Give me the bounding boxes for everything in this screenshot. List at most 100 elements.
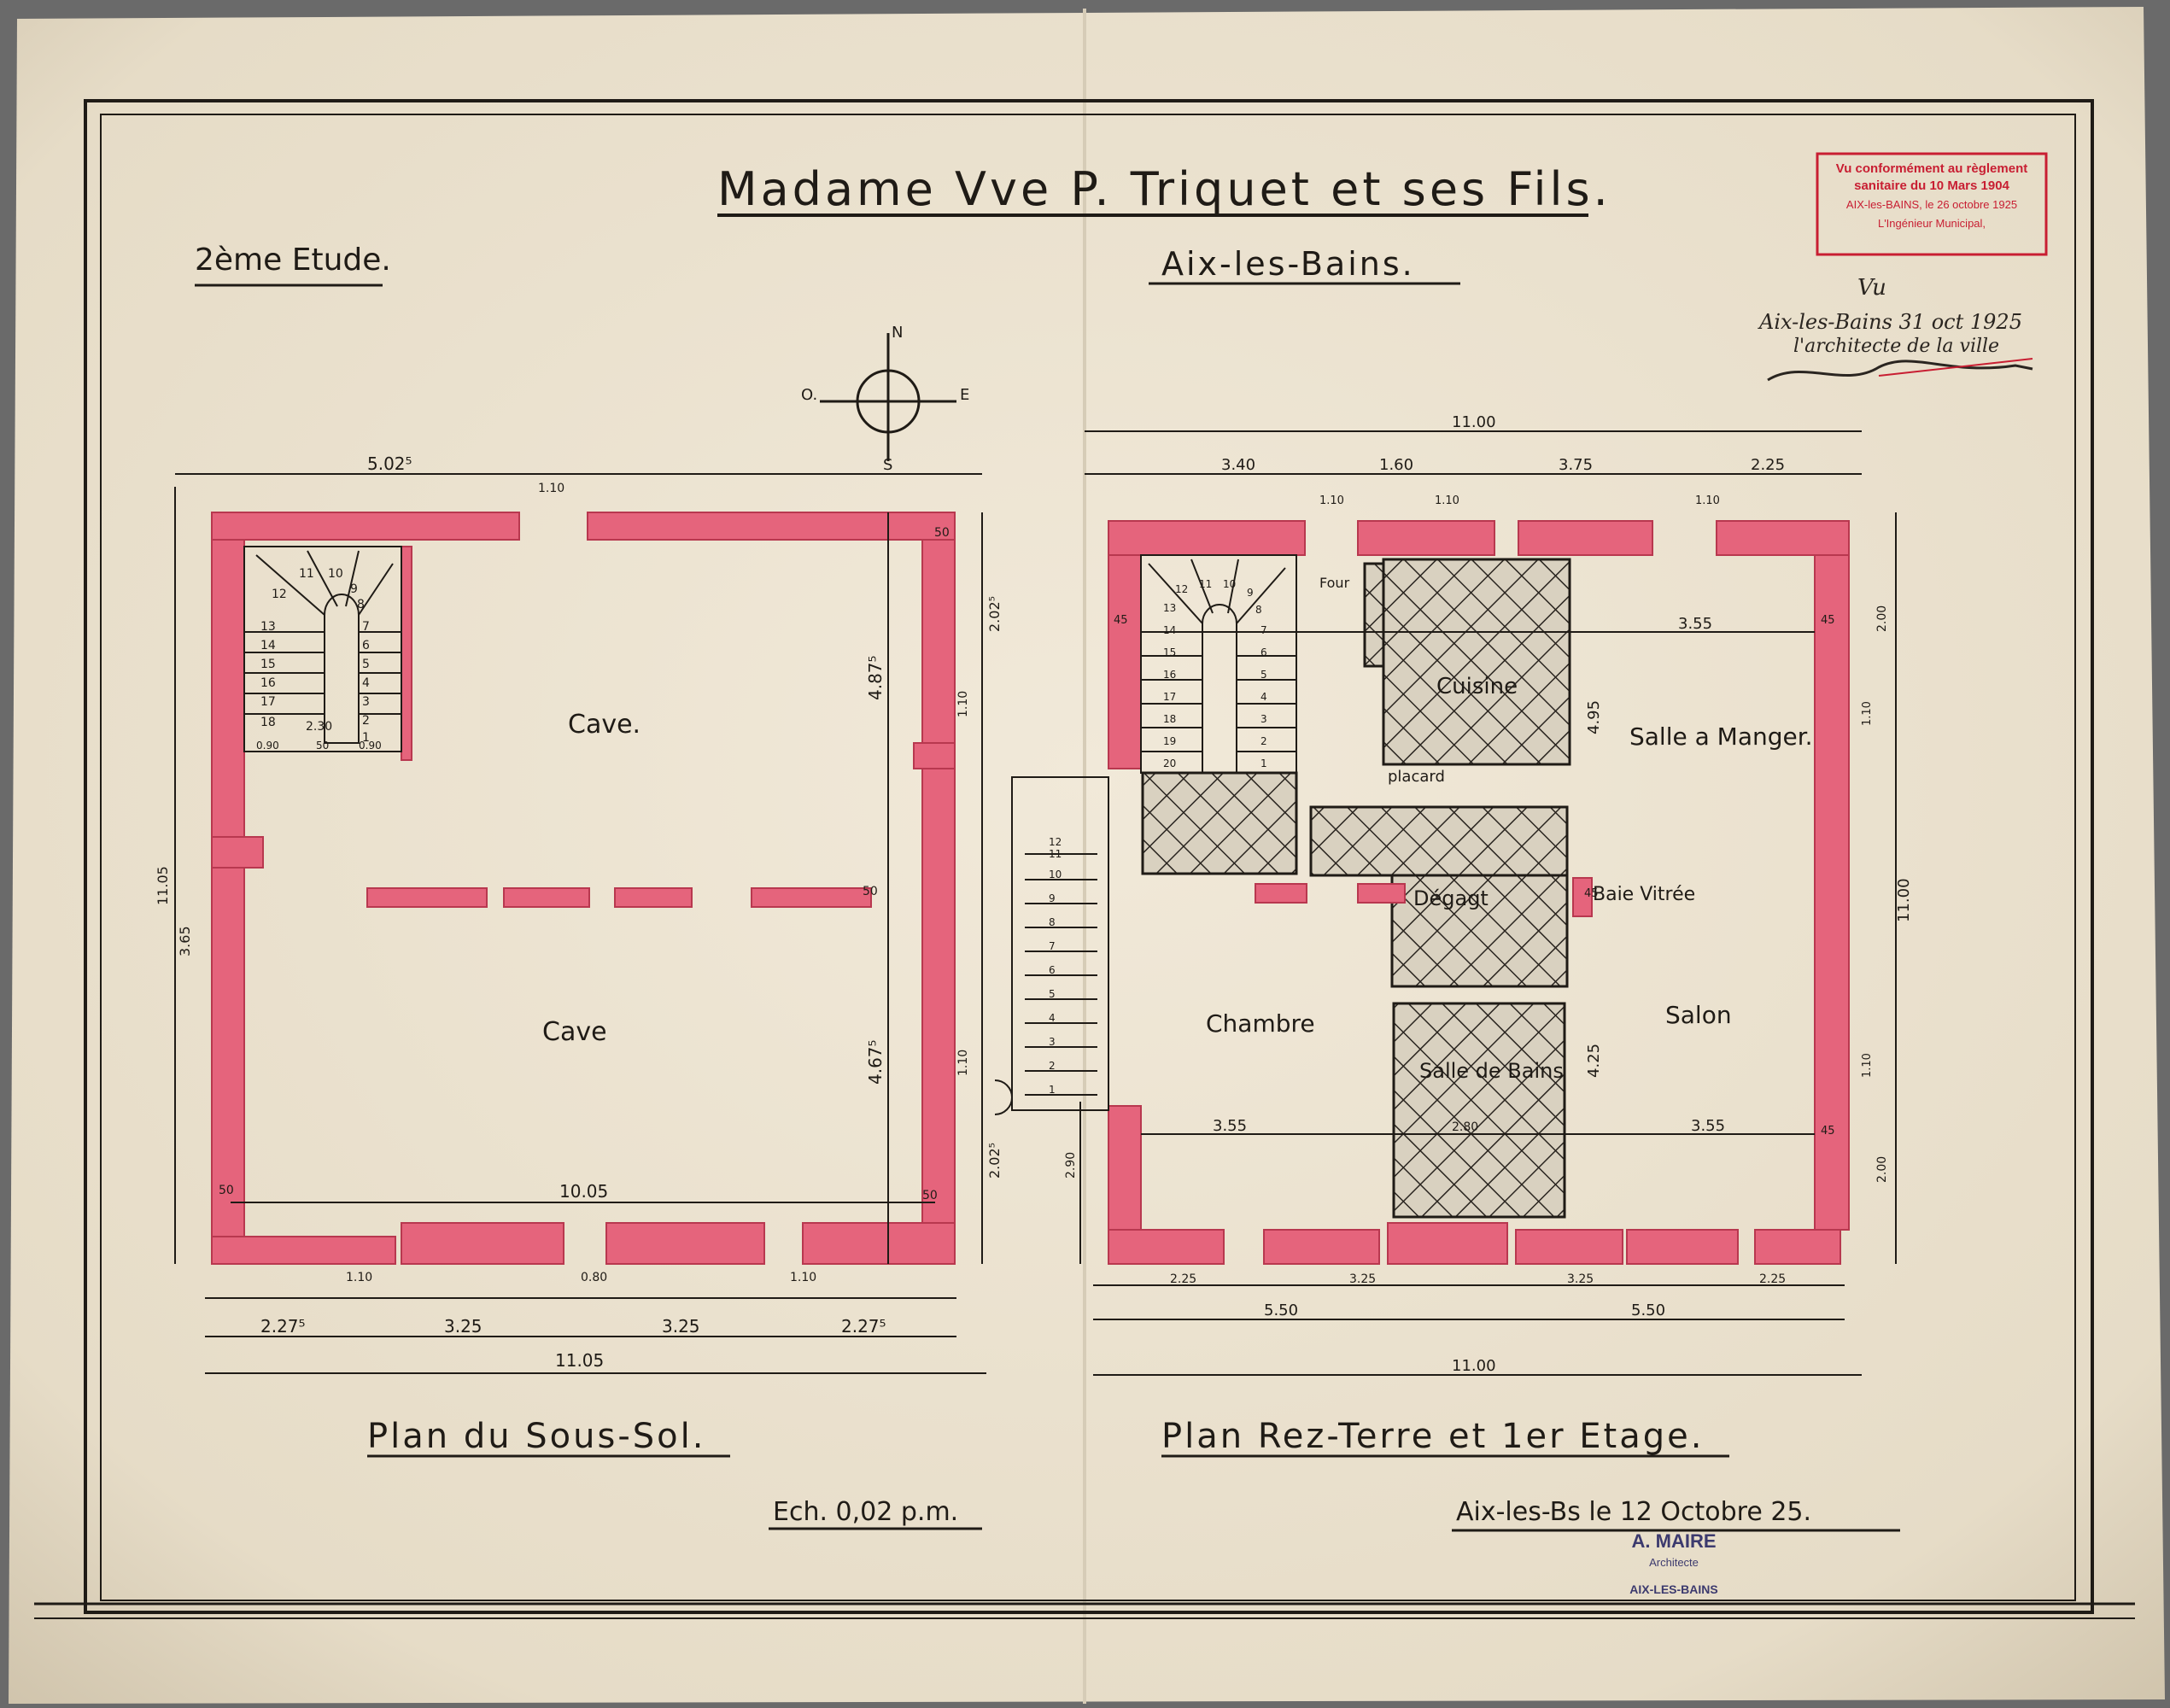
dimension-label: 1.10 — [790, 1271, 816, 1284]
dimension-label: 3.40 — [1221, 456, 1255, 474]
compass — [820, 333, 956, 461]
dimension-label: 2.25 — [1170, 1272, 1196, 1286]
dimension-label: 45 — [1821, 614, 1835, 627]
dimension-label: 1.10 — [1319, 494, 1344, 507]
signature-strike — [1878, 358, 2033, 377]
dimension-label: 9 — [350, 582, 358, 596]
stamp-line-4: L'Ingénieur Municipal, — [1878, 217, 1986, 230]
dimension-label: 7 — [1049, 940, 1056, 952]
dimension-label: 2.27⁵ — [260, 1316, 306, 1337]
ground-floor-plan: 1 2 3 4 5 6 7 8 9 10 11 12 13 14 15 16 1… — [994, 413, 1913, 1458]
dimension-label: 11.00 — [1452, 1357, 1496, 1375]
dimension-label: 15 — [260, 658, 276, 671]
dimension-label: 45 — [1821, 1125, 1835, 1138]
room-four: Four — [1319, 575, 1350, 591]
ground-stair — [994, 554, 1297, 1115]
dimension-label: 6 — [1260, 646, 1267, 658]
dimension-label: 3.55 — [1678, 615, 1712, 633]
dimension-label: 9 — [1049, 892, 1056, 904]
dimension-label: 3.75 — [1559, 456, 1593, 474]
dimension-label: 5.02⁵ — [367, 453, 412, 474]
dimension-label: 11.05 — [555, 1350, 604, 1371]
room-salon: Salon — [1665, 1001, 1732, 1029]
dimension-label: 4.25 — [1585, 1044, 1603, 1078]
dimension-label: 3.55 — [1213, 1117, 1247, 1135]
dimension-label: 7 — [362, 620, 370, 634]
dimension-label: 6 — [362, 639, 370, 652]
dimension-label: 3.25 — [662, 1316, 700, 1337]
dimension-label: 9 — [1247, 587, 1254, 599]
basement-dimension-labels: 5.02⁵ 1.10 11.05 10.05 2.27⁵ 3.25 3.25 2… — [155, 453, 1003, 1371]
ground-walls — [1108, 520, 1850, 1265]
basement-stair — [243, 546, 402, 752]
dimension-label: 2 — [362, 714, 370, 728]
basement-walls — [211, 512, 956, 1265]
dimension-label: 6 — [1049, 964, 1056, 976]
drawing-title: Madame Vve P. Triquet et ses Fils. — [717, 162, 1611, 216]
dimension-label: 1.10 — [346, 1271, 372, 1284]
dimension-label: 16 — [260, 676, 276, 690]
dimension-label: 18 — [260, 716, 276, 729]
approval-line-1: Vu — [1857, 275, 1886, 301]
dimension-label: 14 — [1163, 624, 1176, 636]
dimension-label: 1.10 — [1695, 494, 1720, 507]
dimension-label: 7 — [1260, 624, 1267, 636]
dimension-label: 50 — [316, 740, 329, 752]
dimension-label: 13 — [260, 620, 276, 634]
dimension-label: 12 — [1049, 836, 1062, 848]
dimension-label: 2.30 — [306, 720, 332, 734]
dimension-label: 11.00 — [1452, 413, 1496, 431]
room-degagt: Dégagt — [1413, 886, 1489, 910]
dimension-label: 8 — [1049, 916, 1056, 928]
room-chambre: Chambre — [1206, 1009, 1315, 1038]
dimension-label: 10.05 — [559, 1181, 608, 1202]
study-label: 2ème Etude. — [195, 243, 391, 278]
dimension-label: 8 — [357, 598, 365, 611]
dimension-label: 4 — [362, 676, 370, 690]
dimension-label: 13 — [1163, 602, 1176, 614]
dimension-label: 2.00 — [1875, 1156, 1889, 1183]
dimension-label: 2.02⁵ — [986, 596, 1003, 632]
dimension-label: 50 — [863, 885, 878, 898]
ground-room-labels: Cuisine Salle a Manger. Dégagt Chambre S… — [1206, 575, 1813, 1083]
dimension-label: 3 — [362, 695, 370, 709]
dimension-label: 16 — [1163, 669, 1176, 681]
dimension-label: 1.10 — [956, 691, 970, 717]
dimension-label: 1.10 — [538, 482, 564, 495]
architect-stamp: A. MAIRE Architecte AIX-LES-BAINS — [1629, 1530, 1717, 1596]
dimension-label: 2 — [1049, 1060, 1056, 1072]
dimension-label: 11.00 — [1895, 878, 1913, 922]
basement-stair-numbers: 1 2 3 4 5 6 7 8 9 10 11 12 13 14 15 16 1… — [260, 567, 370, 745]
dimension-label: 12 — [1175, 583, 1188, 595]
dimension-label: 4.67⁵ — [865, 1039, 886, 1085]
dimension-label: 5 — [362, 658, 370, 671]
dimension-label: 5 — [1260, 669, 1267, 681]
dimension-label: 1.10 — [1861, 701, 1874, 726]
border-frame — [34, 99, 2135, 1619]
dimension-label: 4.87⁵ — [865, 655, 886, 700]
dimension-label: 11.05 — [155, 866, 171, 905]
dimension-label: 2.02⁵ — [986, 1143, 1003, 1179]
dimension-label: 1.60 — [1379, 456, 1413, 474]
dimension-label: 10 — [328, 567, 343, 581]
dimension-label: 1 — [362, 731, 370, 745]
dimension-label: 3.65 — [177, 926, 193, 956]
room-placard: placard — [1388, 768, 1445, 786]
signature — [1767, 360, 2033, 382]
dimension-label: 14 — [260, 639, 276, 652]
dimension-label: 15 — [1163, 646, 1176, 658]
ground-plan-title: Plan Rez-Terre et 1er Etage. — [1161, 1417, 1704, 1456]
dimension-label: 0.90 — [359, 740, 382, 752]
dimension-label: 50 — [219, 1184, 234, 1197]
stamp-line-3: AIX-les-BAINS, le 26 octobre 1925 — [1846, 198, 2017, 211]
outer-stair-numbers: 1 2 3 4 5 6 7 8 9 10 11 12 — [1049, 836, 1062, 1096]
approval-line-2: Aix-les-Bains 31 oct 1925 — [1758, 310, 2022, 334]
dimension-label: 1.10 — [956, 1050, 970, 1076]
dimension-label: 11 — [1049, 848, 1062, 860]
dimension-label: 18 — [1163, 713, 1176, 725]
dimension-label: 2.90 — [1064, 1152, 1078, 1179]
dimension-label: 1 — [1049, 1084, 1056, 1096]
dimension-label: 4 — [1260, 691, 1267, 703]
dimension-label: 4 — [1049, 1012, 1056, 1024]
dimension-label: 45 — [1584, 887, 1599, 900]
